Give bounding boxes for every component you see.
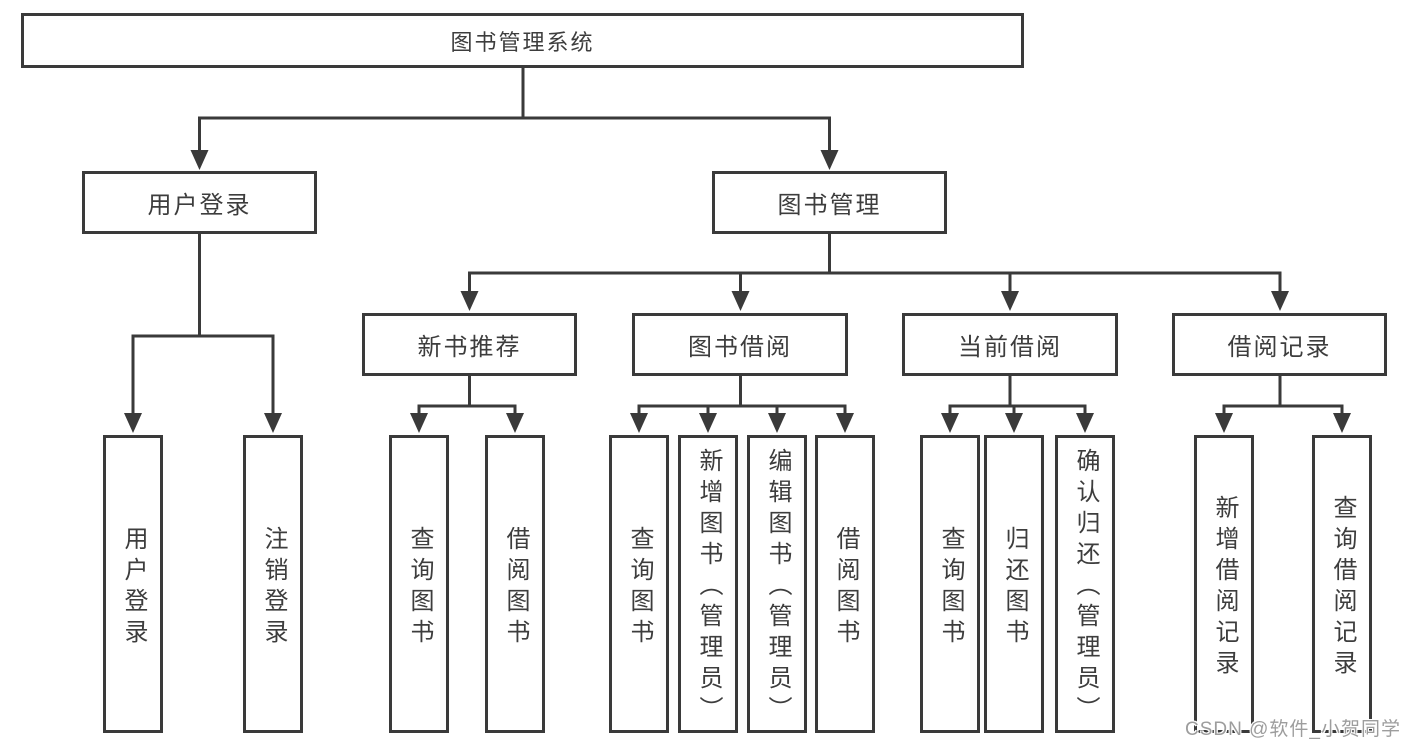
leaf-edit-book-admin-label: 编辑图书（管理员） [764,448,791,727]
arrowhead-leaf-add-record [1215,413,1233,433]
arrowhead-leaf-query-book-2 [630,413,648,433]
node-user-login: 用户登录 [82,171,317,234]
leaf-query-borrow-record: 查询借阅记录 [1312,435,1372,733]
arrowhead-borrow-records [1271,291,1289,311]
arrowhead-leaf-logout [264,413,282,433]
arrowhead-leaf-borrow-book-1 [506,413,524,433]
leaf-edit-book-admin: 编辑图书（管理员） [747,435,807,733]
leaf-borrow-book-borrow: 借阅图书 [815,435,875,733]
leaf-add-book-admin-label: 新增图书（管理员） [695,448,722,727]
connector-book-borrow-to-leaves [637,376,847,414]
connector-root-to-level2 [198,68,831,151]
arrowhead-leaf-query-record [1333,413,1351,433]
leaf-return-book: 归还图书 [984,435,1044,733]
leaf-logout-label: 注销登录 [260,525,287,650]
leaf-query-book-current: 查询图书 [920,435,980,733]
node-new-book-recommend: 新书推荐 [362,313,577,376]
connector-book-management-to-level3 [468,234,1282,292]
connector-borrow-records-to-leaves [1222,376,1344,414]
node-root: 图书管理系统 [21,13,1024,68]
arrowhead-leaf-borrow-book-2 [836,413,854,433]
watermark: CSDN @软件_小贺同学 [1185,719,1401,740]
leaf-logout: 注销登录 [243,435,303,733]
leaf-borrow-book-newrec-label: 借阅图书 [502,525,529,650]
leaf-add-borrow-record: 新增借阅记录 [1194,435,1254,733]
arrowhead-book-borrow [731,291,750,311]
leaf-query-book-borrow: 查询图书 [609,435,669,733]
leaf-borrow-book-borrow-label: 借阅图书 [832,525,859,650]
arrowhead-new-book-recommend [460,291,479,311]
arrowhead-user-login [190,150,209,170]
arrowhead-leaf-edit-book [768,413,786,433]
leaf-user-login-label: 用户登录 [120,525,147,650]
leaf-confirm-return-admin: 确认归还（管理员） [1055,435,1115,733]
arrowhead-current-borrow [1001,291,1019,311]
leaf-query-book-current-label: 查询图书 [937,525,964,650]
leaf-query-book-borrow-label: 查询图书 [626,525,653,650]
leaf-add-borrow-record-label: 新增借阅记录 [1211,494,1238,681]
leaf-confirm-return-admin-label: 确认归还（管理员） [1072,448,1099,727]
connector-new-book-recommend-to-leaves [417,376,517,414]
leaf-add-book-admin: 新增图书（管理员） [678,435,738,733]
leaf-return-book-label: 归还图书 [1001,525,1028,650]
leaf-query-book-newrec-label: 查询图书 [406,525,433,650]
connector-current-borrow-to-leaves [948,376,1087,414]
arrowhead-leaf-return-book [1005,413,1023,433]
leaf-query-borrow-record-label: 查询借阅记录 [1329,494,1356,681]
arrowhead-leaf-user-login [124,413,142,433]
arrowhead-book-management [820,150,839,170]
arrowhead-leaf-query-book-3 [941,413,959,433]
connector-user-login-to-leaves [131,234,275,414]
node-borrow-records: 借阅记录 [1172,313,1387,376]
node-current-borrow: 当前借阅 [902,313,1118,376]
arrowhead-leaf-query-book-1 [410,413,428,433]
leaf-borrow-book-newrec: 借阅图书 [485,435,545,733]
node-book-management: 图书管理 [712,171,947,234]
leaf-query-book-newrec: 查询图书 [389,435,449,733]
arrowhead-leaf-add-book [699,413,717,433]
leaf-user-login: 用户登录 [103,435,163,733]
arrowhead-leaf-confirm-return [1076,413,1094,433]
node-book-borrow: 图书借阅 [632,313,848,376]
